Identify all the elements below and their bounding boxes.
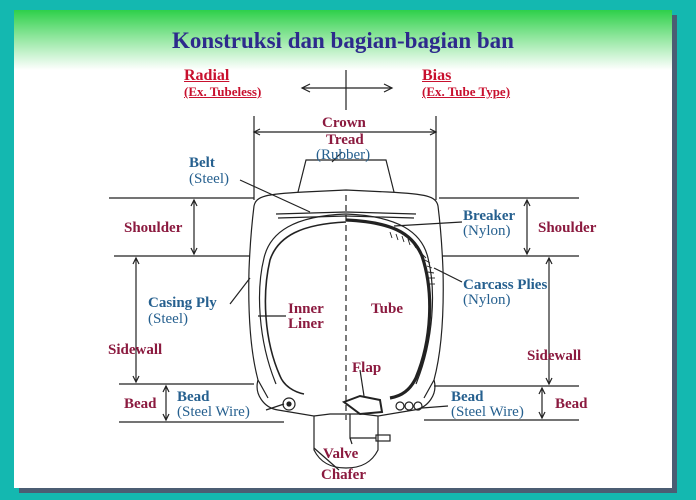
chafer-label: Chafer (321, 467, 366, 483)
crown-label: Crown (322, 115, 366, 131)
tire-inner-cavity (258, 213, 434, 385)
belt-material: (Steel) (189, 171, 229, 187)
liner-label: Liner (288, 316, 324, 332)
bias-label: Bias (422, 67, 452, 84)
flap (341, 394, 384, 416)
breaker-material: (Nylon) (463, 223, 511, 239)
valve-label: Valve (323, 446, 359, 462)
leader-tread (331, 151, 343, 163)
tread-label: Tread (326, 132, 364, 148)
bead-wire-right-label: Bead (451, 389, 484, 405)
tread-block (297, 159, 395, 193)
slide-title: Konstruksi dan bagian-bagian ban (172, 28, 514, 53)
leader-bead-left (265, 403, 285, 411)
bead-right-label: Bead (555, 396, 588, 412)
bead-wire-right-1 (395, 401, 405, 411)
header-gradient-band (14, 10, 672, 70)
bead-wire-right-material: (Steel Wire) (451, 404, 524, 420)
tire-cross-section-diagram (109, 70, 579, 471)
flap-label: Flap (352, 360, 382, 376)
leader-breaker (393, 221, 463, 227)
sidewall-right-label: Sidewall (527, 348, 582, 364)
casing-ply-label: Casing Ply (148, 295, 217, 311)
leader-bead-right (421, 405, 449, 409)
radial-example: (Ex. Tubeless) (184, 84, 262, 99)
casing-ply-material: (Steel) (148, 311, 188, 327)
bias-carcass-ply (345, 218, 432, 400)
leader-flap (359, 369, 365, 397)
valve-stem (349, 414, 376, 439)
bead-wire-right-2 (404, 401, 414, 411)
shoulder-left-label: Shoulder (124, 220, 183, 236)
belt-layer-2 (277, 215, 347, 219)
breaker-layer-2 (345, 215, 415, 219)
carcass-plies-label: Carcass Plies (463, 277, 548, 293)
tire-outer-outline (248, 189, 444, 399)
valve-cap (375, 434, 391, 442)
arrow-head-right (383, 83, 394, 93)
breaker-layer-1 (345, 211, 417, 215)
slide: Konstruksi dan bagian-bagian ban (14, 10, 672, 488)
leader-chafer (313, 447, 340, 471)
rim-well (313, 413, 379, 417)
sidewall-left-label: Sidewall (108, 342, 163, 358)
inner-label: Inner (288, 301, 324, 317)
breaker-label: Breaker (463, 208, 516, 224)
bead-wire-left-label: Bead (177, 389, 210, 405)
arrow-head-left (300, 83, 311, 93)
bead-left-label: Bead (124, 396, 157, 412)
leader-valve (349, 437, 353, 445)
radial-label: Radial (184, 67, 230, 84)
belt-layer-1 (275, 211, 347, 215)
bead-wire-left-material: (Steel Wire) (177, 404, 250, 420)
belt-label: Belt (189, 155, 215, 171)
bias-example: (Ex. Tube Type) (422, 84, 511, 99)
tread-material: (Rubber) (316, 147, 371, 163)
carcass-plies-material: (Nylon) (463, 292, 511, 308)
shoulder-right-label: Shoulder (538, 220, 597, 236)
radial-casing-ply (264, 221, 347, 395)
tube-label: Tube (371, 301, 403, 317)
leader-casing (229, 277, 251, 305)
leader-belt (239, 179, 311, 213)
bead-wire-right-3 (413, 401, 423, 411)
leader-carcass (433, 267, 463, 283)
